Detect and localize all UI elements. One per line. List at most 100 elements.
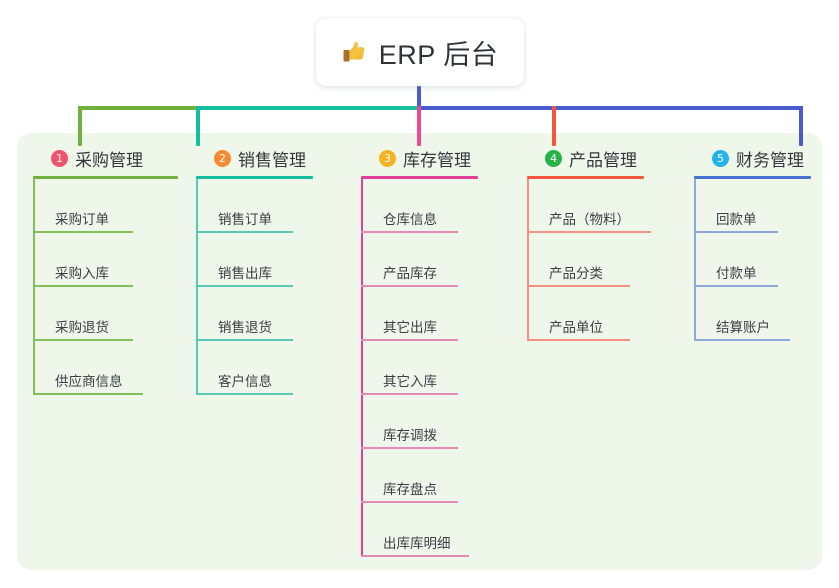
list-item-label: 库存调拨 bbox=[383, 428, 437, 443]
list-item-rule bbox=[33, 231, 133, 233]
list-item-label: 销售出库 bbox=[218, 266, 272, 281]
branch-header-4[interactable]: 4 产品管理 bbox=[527, 145, 702, 171]
list-item[interactable]: 结算账户 bbox=[694, 287, 824, 341]
branch-badge-1: 1 bbox=[51, 149, 68, 167]
branches-panel bbox=[17, 133, 822, 570]
branch-items-2: 销售订单 销售出库 销售退货 客户信息 bbox=[196, 179, 356, 395]
list-item-rule bbox=[361, 447, 458, 449]
branch-header-rule-5 bbox=[694, 176, 811, 179]
list-item[interactable]: 采购退货 bbox=[33, 287, 193, 341]
list-item[interactable]: 回款单 bbox=[694, 179, 824, 233]
list-item-label: 仓库信息 bbox=[383, 212, 437, 227]
branch-column-4: 4 产品管理 产品（物料） 产品分类 产品单位 bbox=[527, 145, 702, 341]
branch-spine-2 bbox=[196, 179, 198, 395]
list-item-rule bbox=[694, 285, 778, 287]
list-item[interactable]: 出库库明细 bbox=[361, 503, 531, 557]
list-item-label: 付款单 bbox=[716, 266, 757, 281]
list-item[interactable]: 销售退货 bbox=[196, 287, 356, 341]
list-item-rule bbox=[33, 339, 133, 341]
branch-title-5: 财务管理 bbox=[736, 150, 804, 170]
list-item[interactable]: 其它出库 bbox=[361, 287, 531, 341]
list-item[interactable]: 付款单 bbox=[694, 233, 824, 287]
branch-title-1: 采购管理 bbox=[75, 150, 143, 170]
branch-drop-5 bbox=[799, 106, 803, 146]
list-item-rule bbox=[196, 231, 293, 233]
list-item[interactable]: 产品库存 bbox=[361, 233, 531, 287]
list-item-label: 产品分类 bbox=[549, 266, 603, 281]
branch-spine-1 bbox=[33, 179, 35, 395]
list-item-label: 销售退货 bbox=[218, 320, 272, 335]
branch-header-rule-1 bbox=[33, 176, 178, 179]
branch-title-4: 产品管理 bbox=[569, 150, 637, 170]
list-item-rule bbox=[694, 231, 778, 233]
list-item[interactable]: 销售出库 bbox=[196, 233, 356, 287]
branch-title-2: 销售管理 bbox=[238, 150, 306, 170]
list-item-label: 采购订单 bbox=[55, 212, 109, 227]
list-item[interactable]: 产品分类 bbox=[527, 233, 702, 287]
branch-header-3[interactable]: 3 库存管理 bbox=[361, 145, 531, 171]
list-item[interactable]: 其它入库 bbox=[361, 341, 531, 395]
branch-header-2[interactable]: 2 销售管理 bbox=[196, 145, 356, 171]
branch-header-5[interactable]: 5 财务管理 bbox=[694, 145, 824, 171]
root-node[interactable]: ERP 后台 bbox=[316, 18, 524, 86]
list-item-label: 出库库明细 bbox=[383, 536, 451, 551]
list-item-rule bbox=[33, 393, 143, 395]
list-item-label: 产品单位 bbox=[549, 320, 603, 335]
list-item[interactable]: 客户信息 bbox=[196, 341, 356, 395]
branch-items-1: 采购订单 采购入库 采购退货 供应商信息 bbox=[33, 179, 193, 395]
branch-column-2: 2 销售管理 销售订单 销售出库 销售退货 客户信息 bbox=[196, 145, 356, 395]
list-item-rule bbox=[361, 339, 458, 341]
branch-badge-5: 5 bbox=[712, 149, 729, 167]
branch-spine-4 bbox=[527, 179, 529, 341]
list-item-rule bbox=[361, 555, 469, 557]
list-item-label: 销售订单 bbox=[218, 212, 272, 227]
list-item[interactable]: 仓库信息 bbox=[361, 179, 531, 233]
list-item-label: 客户信息 bbox=[218, 374, 272, 389]
branch-items-4: 产品（物料） 产品分类 产品单位 bbox=[527, 179, 702, 341]
list-item-label: 结算账户 bbox=[716, 320, 770, 335]
list-item-rule bbox=[361, 285, 458, 287]
bus-segment-green bbox=[78, 106, 196, 110]
list-item-label: 采购退货 bbox=[55, 320, 109, 335]
list-item[interactable]: 采购订单 bbox=[33, 179, 193, 233]
list-item[interactable]: 库存盘点 bbox=[361, 449, 531, 503]
branch-header-rule-3 bbox=[361, 176, 478, 179]
branch-header-1[interactable]: 1 采购管理 bbox=[33, 145, 193, 171]
list-item[interactable]: 产品单位 bbox=[527, 287, 702, 341]
branch-title-3: 库存管理 bbox=[403, 150, 471, 170]
root-stem bbox=[417, 86, 421, 108]
root-title: ERP 后台 bbox=[378, 39, 499, 70]
list-item-rule bbox=[694, 339, 790, 341]
list-item-rule bbox=[527, 231, 651, 233]
branch-items-3: 仓库信息 产品库存 其它出库 其它入库 库存调拨 库存盘点 bbox=[361, 179, 531, 557]
branch-column-3: 3 库存管理 仓库信息 产品库存 其它出库 其它入库 库存调拨 bbox=[361, 145, 531, 557]
branch-drop-2 bbox=[196, 106, 200, 146]
list-item-label: 供应商信息 bbox=[55, 374, 123, 389]
list-item[interactable]: 产品（物料） bbox=[527, 179, 702, 233]
list-item[interactable]: 库存调拨 bbox=[361, 395, 531, 449]
list-item-rule bbox=[527, 339, 630, 341]
list-item-rule bbox=[33, 285, 133, 287]
list-item-rule bbox=[196, 393, 293, 395]
branch-spine-3 bbox=[361, 179, 363, 557]
list-item[interactable]: 销售订单 bbox=[196, 179, 356, 233]
branch-column-1: 1 采购管理 采购订单 采购入库 采购退货 供应商信息 bbox=[33, 145, 193, 395]
branch-badge-3: 3 bbox=[379, 149, 396, 167]
list-item-rule bbox=[196, 285, 293, 287]
bus-segment-teal bbox=[196, 106, 419, 110]
list-item-label: 其它出库 bbox=[383, 320, 437, 335]
list-item-label: 产品库存 bbox=[383, 266, 437, 281]
list-item-label: 采购入库 bbox=[55, 266, 109, 281]
branch-drop-1 bbox=[78, 106, 82, 146]
list-item-label: 产品（物料） bbox=[549, 212, 630, 227]
list-item-label: 其它入库 bbox=[383, 374, 437, 389]
list-item-rule bbox=[361, 231, 458, 233]
list-item[interactable]: 采购入库 bbox=[33, 233, 193, 287]
bus-segment-indigo bbox=[417, 106, 803, 110]
list-item-rule bbox=[527, 285, 630, 287]
branch-drop-3 bbox=[417, 106, 421, 146]
list-item[interactable]: 供应商信息 bbox=[33, 341, 193, 395]
branch-spine-5 bbox=[694, 179, 696, 341]
branch-badge-2: 2 bbox=[214, 149, 231, 167]
